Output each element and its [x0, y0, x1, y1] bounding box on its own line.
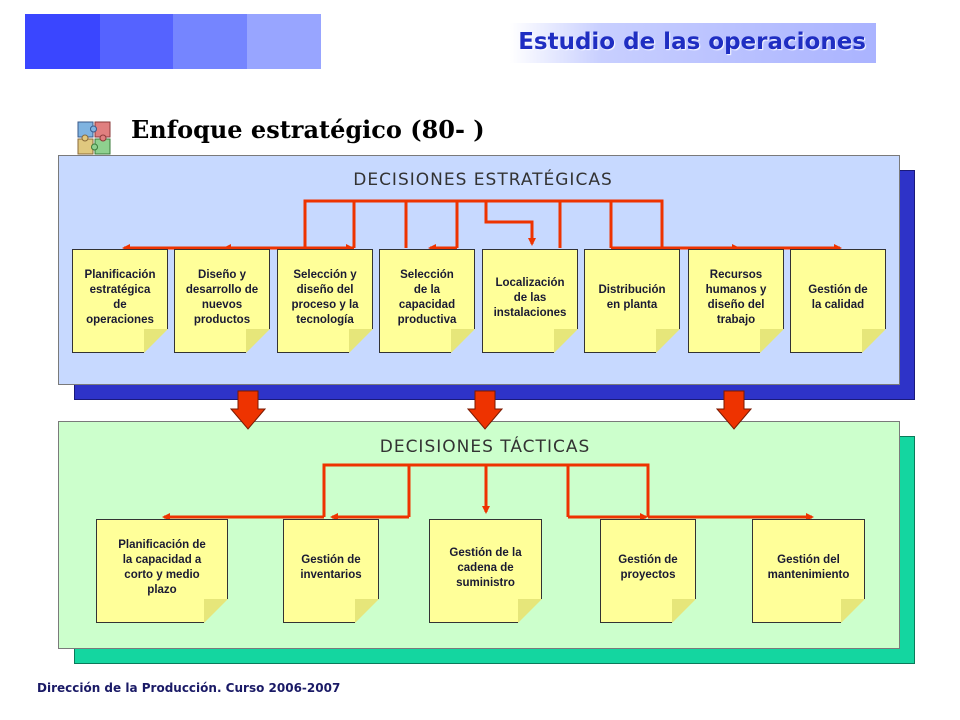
down-arrow-icon [230, 390, 266, 430]
decor-square [247, 14, 321, 69]
strategic-item-label: Selección y diseño del proceso y la tecn… [291, 269, 359, 326]
strategic-item-label: Diseño y desarrollo de nuevos productos [185, 269, 259, 326]
strategic-item-label: Selección de la capacidad productiva [397, 269, 457, 326]
tactical-item: Planificación de la capacidad a corto y … [96, 519, 228, 623]
strategic-item: Gestión de la calidad [790, 249, 886, 353]
strategic-item: Selección y diseño del proceso y la tecn… [277, 249, 373, 353]
tactical-item-label: Gestión de inventarios [300, 554, 362, 581]
strategic-item-label: Recursos humanos y diseño del trabajo [705, 269, 767, 326]
tactical-item-label: Gestión del mantenimiento [767, 554, 850, 581]
strategic-item-label: Planificación estratégica de operaciones [84, 269, 156, 326]
decor-square [100, 14, 173, 69]
strategic-item: Distribución en planta [584, 249, 680, 353]
decor-square [173, 14, 247, 69]
strategic-title: DECISIONES ESTRATÉGICAS [353, 170, 613, 190]
down-arrow-icon [467, 390, 503, 430]
puzzle-icon [77, 121, 111, 155]
tactical-item-label: Gestión de proyectos [618, 554, 678, 581]
strategic-item: Planificación estratégica de operaciones [72, 249, 168, 353]
strategic-item-label: Gestión de la calidad [808, 284, 868, 311]
tactical-item: Gestión del mantenimiento [752, 519, 865, 623]
tactical-item: Gestión de proyectos [600, 519, 696, 623]
tactical-title: DECISIONES TÁCTICAS [379, 437, 591, 457]
strategic-item-label: Localización de las instalaciones [493, 276, 567, 319]
strategic-item-label: Distribución en planta [598, 284, 666, 311]
down-arrow-icon [716, 390, 752, 430]
strategic-item: Recursos humanos y diseño del trabajo [688, 249, 784, 353]
tactical-item: Gestión de inventarios [283, 519, 379, 623]
decor-square [25, 14, 100, 69]
tactical-item: Gestión de la cadena de suministro [429, 519, 542, 623]
page-subtitle: Enfoque estratégico (80- ) [131, 115, 485, 144]
tactical-item-label: Planificación de la capacidad a corto y … [118, 539, 206, 596]
header-title: Estudio de las operaciones [518, 29, 866, 55]
header-banner: Estudio de las operaciones [510, 23, 876, 63]
strategic-item: Selección de la capacidad productiva [379, 249, 475, 353]
strategic-item: Diseño y desarrollo de nuevos productos [174, 249, 270, 353]
footer-text: Dirección de la Producción. Curso 2006-2… [37, 681, 341, 695]
strategic-item: Localización de las instalaciones [482, 249, 578, 353]
tactical-item-label: Gestión de la cadena de suministro [449, 546, 522, 589]
